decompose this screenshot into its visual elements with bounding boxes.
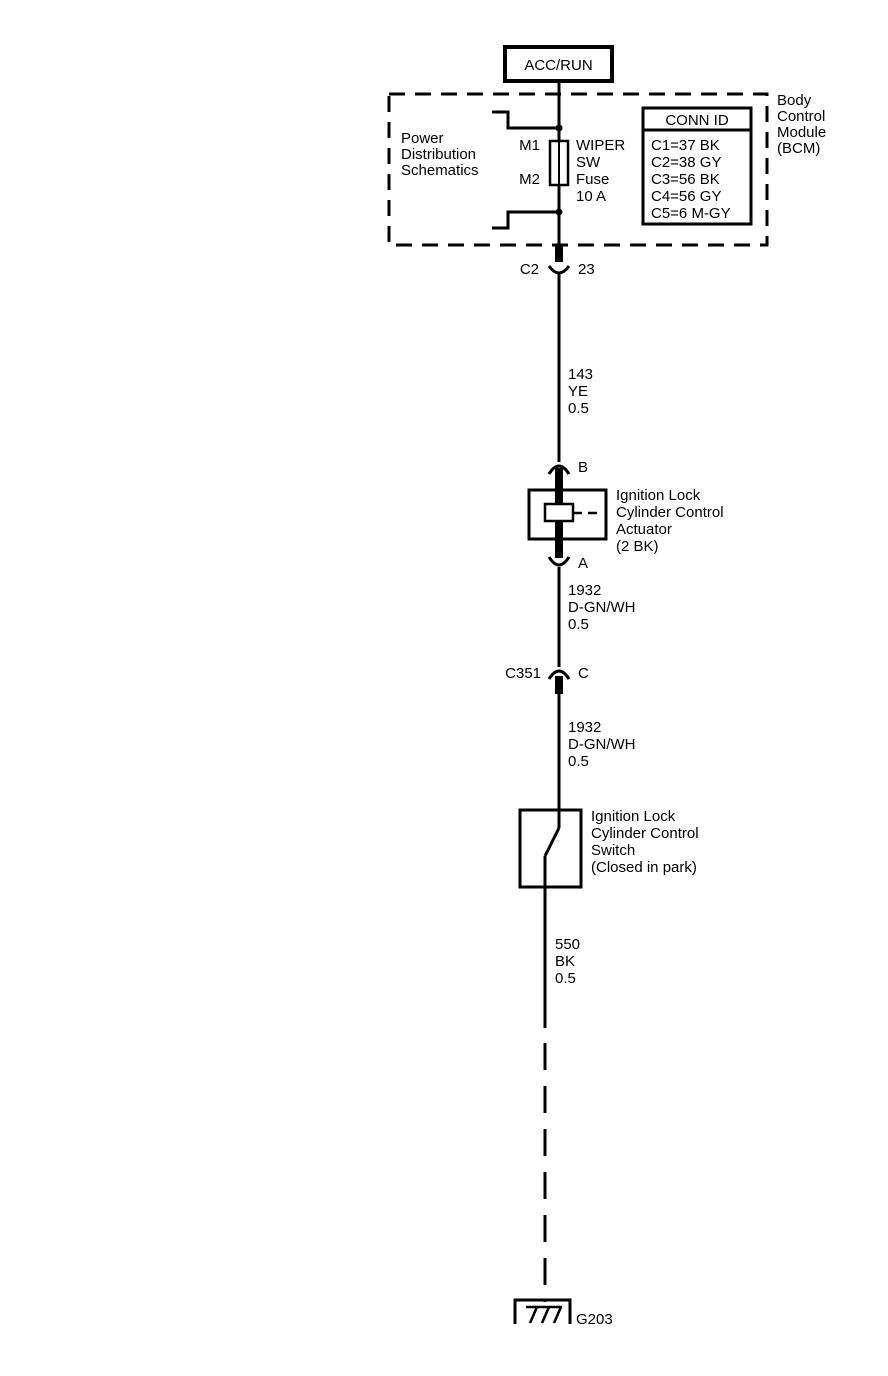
actuator-label-line-4: (2 BK) <box>616 538 659 555</box>
connector-c351-name: C351 <box>505 665 541 682</box>
wire-1932-upper-circuit: 1932 <box>568 582 601 599</box>
ground-g203: G203 <box>513 1298 613 1328</box>
power-source-label: ACC/RUN <box>524 57 592 74</box>
connector-actuator-b-pin: B <box>578 459 588 476</box>
wire-550-circuit: 550 <box>555 936 580 953</box>
wire-550-gauge: 0.5 <box>555 970 576 987</box>
actuator-label-line-3: Actuator <box>616 521 672 538</box>
conn-id-row-5: C5=6 M-GY <box>651 205 731 222</box>
conn-id-row-2: C2=38 GY <box>651 154 721 171</box>
fuse-label-line-1: WIPER <box>576 137 625 154</box>
actuator-box <box>527 488 608 541</box>
wire-1932-lower-circuit: 1932 <box>568 719 601 736</box>
switch-label-line-3: Switch <box>591 842 635 859</box>
switch-label-line-4: (Closed in park) <box>591 859 697 876</box>
power-distribution-line-1: Power <box>401 130 444 147</box>
actuator-stub-bottom <box>555 521 563 558</box>
actuator-stub-top <box>555 468 563 504</box>
switch-label-line-1: Ignition Lock <box>591 808 676 825</box>
wire-1932-upper-color: D-GN/WH <box>568 599 636 616</box>
fuse-label-line-2: SW <box>576 154 601 171</box>
conn-id-row-4: C4=56 GY <box>651 188 721 205</box>
bcm-label: Body Control Module (BCM) <box>777 92 826 157</box>
wire-1932-lower-color: D-GN/WH <box>568 736 636 753</box>
power-distribution-line-3: Schematics <box>401 162 479 179</box>
wire-550-color: BK <box>555 953 575 970</box>
connector-c2-pin: 23 <box>578 261 595 278</box>
bcm-label-line-1: Body <box>777 92 812 109</box>
connector-actuator-b: B <box>547 459 588 476</box>
splice-bottom <box>555 208 563 216</box>
fuse: M1 M2 WIPER SW Fuse 10 A <box>519 137 625 205</box>
bcm-boundary <box>387 92 769 247</box>
bcm-label-line-3: Module <box>777 124 826 141</box>
wire-1932-lower-gauge: 0.5 <box>568 753 589 770</box>
bcm-label-line-2: Control <box>777 108 825 125</box>
ground-symbol <box>513 1298 572 1324</box>
wire-143-gauge: 0.5 <box>568 400 589 417</box>
actuator-solenoid <box>543 502 575 523</box>
actuator-label-line-2: Cylinder Control <box>616 504 724 521</box>
switch-box <box>518 808 583 889</box>
conn-id-row-1: C1=37 BK <box>651 137 720 154</box>
connector-actuator-a-pin: A <box>578 555 588 572</box>
fuse-label-line-3: Fuse <box>576 171 609 188</box>
connector-c2: C2 23 <box>520 244 595 278</box>
wire-143-color: YE <box>568 383 588 400</box>
conn-id-title: CONN ID <box>665 112 729 129</box>
switch-blade <box>543 827 561 857</box>
power-distribution-line-2: Distribution <box>401 146 476 163</box>
connector-c351-pin: C <box>578 665 589 682</box>
connector-c351: C351 C <box>505 665 589 694</box>
actuator-label-line-1: Ignition Lock <box>616 487 701 504</box>
conn-id-row-3: C3=56 BK <box>651 171 720 188</box>
wire-1932-upper-gauge: 0.5 <box>568 616 589 633</box>
conn-id-table: CONN ID C1=37 BK C2=38 GY C3=56 BK C4=56… <box>641 106 753 226</box>
bcm-label-line-4: (BCM) <box>777 140 820 157</box>
fuse-terminal-m1: M1 <box>519 137 540 154</box>
ground-label: G203 <box>576 1311 613 1328</box>
fuse-terminal-m2: M2 <box>519 171 540 188</box>
connector-actuator-a: A <box>547 555 588 572</box>
connector-c2-name: C2 <box>520 261 539 278</box>
splice-top <box>555 124 563 132</box>
ignition-switch: Ignition Lock Cylinder Control Switch (C… <box>518 808 699 889</box>
wire-143-circuit: 143 <box>568 366 593 383</box>
power-distribution-ref: Power Distribution Schematics <box>401 110 560 230</box>
fuse-label-line-4: 10 A <box>576 188 606 205</box>
power-source: ACC/RUN <box>503 45 614 83</box>
switch-label-line-2: Cylinder Control <box>591 825 699 842</box>
